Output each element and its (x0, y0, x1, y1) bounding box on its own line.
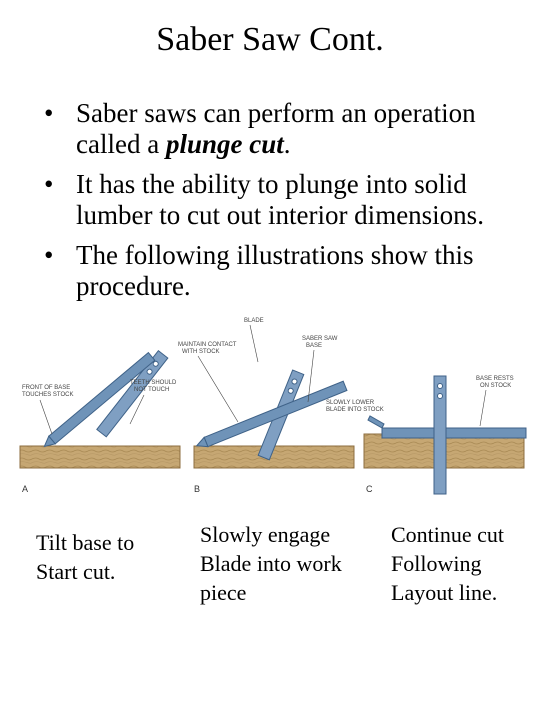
bullet-dot: • (44, 240, 54, 270)
callout-not-touch: NOT TOUCH (134, 387, 169, 393)
callout-saber-saw: SABER SAW (302, 336, 338, 342)
panel-label-c: C (366, 484, 373, 494)
caption-line: Tilt base to (36, 530, 135, 555)
caption-line: Start cut. (36, 559, 116, 584)
bullet-list: • Saber saws can perform an operation ca… (44, 98, 524, 311)
illustration-svg: FRONT OF BASE TOUCHES STOCK TEETH SHOULD… (19, 318, 527, 495)
bullet-item: • The following illustrations show this … (44, 240, 524, 302)
saw-base-tip-c (367, 415, 385, 429)
callout-base: BASE (306, 343, 322, 349)
lumber-a (19, 445, 181, 469)
panel-label-b: B (194, 484, 200, 494)
callout-with-stock: WITH STOCK (182, 349, 220, 355)
bullet-text: The following illustrations show this pr… (76, 240, 474, 301)
bullet-dot: • (44, 98, 54, 128)
caption-line: Layout line. (391, 580, 498, 605)
bullet-dot: • (44, 169, 54, 199)
saw-blade-a (96, 349, 169, 438)
caption-line: Slowly engage (200, 522, 331, 547)
title-period: . (375, 21, 384, 58)
callout-maintain-contact: MAINTAIN CONTACT (178, 342, 237, 348)
saw-base-a (43, 351, 156, 448)
plunge-cut-illustration: FRONT OF BASE TOUCHES STOCK TEETH SHOULD… (18, 312, 528, 502)
callout-blade-into-stock: BLADE INTO STOCK (326, 407, 384, 413)
bullet-text-end: . (283, 129, 291, 159)
title-text: Saber Saw Cont (156, 21, 376, 58)
slide-title: Saber Saw Cont. (0, 20, 540, 60)
panel-label-a: A (22, 484, 28, 494)
saw-base-c (381, 427, 527, 439)
caption-line: Following (391, 551, 482, 576)
caption-line: Continue cut (391, 522, 505, 547)
panel-b: BLADE MAINTAIN CONTACT WITH STOCK SABER … (178, 318, 384, 494)
bullet-item: • Saber saws can perform an operation ca… (44, 98, 524, 160)
saw-blade-c (433, 375, 447, 495)
bullet-text: Saber saws can perform an operation call… (76, 98, 476, 159)
panel-a: FRONT OF BASE TOUCHES STOCK TEETH SHOULD… (19, 349, 181, 494)
caption-line: Blade into work (200, 551, 342, 576)
bullet-text: It has the ability to plunge into solid … (76, 169, 484, 230)
caption-line: piece (200, 580, 247, 605)
callout-base-rests: BASE RESTS (476, 376, 514, 382)
caption-b: Slowly engage Blade into work piece (200, 520, 342, 607)
caption-c: Continue cut Following Layout line. (391, 520, 504, 607)
callout-front-of-base: FRONT OF BASE (22, 385, 70, 391)
panel-c: BASE RESTS ON STOCK C (363, 375, 527, 495)
callout-touches-stock: TOUCHES STOCK (22, 392, 73, 398)
caption-a: Tilt base to Start cut. (36, 528, 134, 586)
saw-base-b (195, 380, 348, 448)
callout-teeth-should: TEETH SHOULD (130, 380, 177, 386)
callout-blade: BLADE (244, 318, 264, 324)
callout-slowly-lower: SLOWLY LOWER (326, 400, 375, 406)
bullet-item: • It has the ability to plunge into soli… (44, 169, 524, 231)
bullet-emphasis: plunge cut (165, 129, 284, 159)
callout-on-stock: ON STOCK (480, 383, 511, 389)
